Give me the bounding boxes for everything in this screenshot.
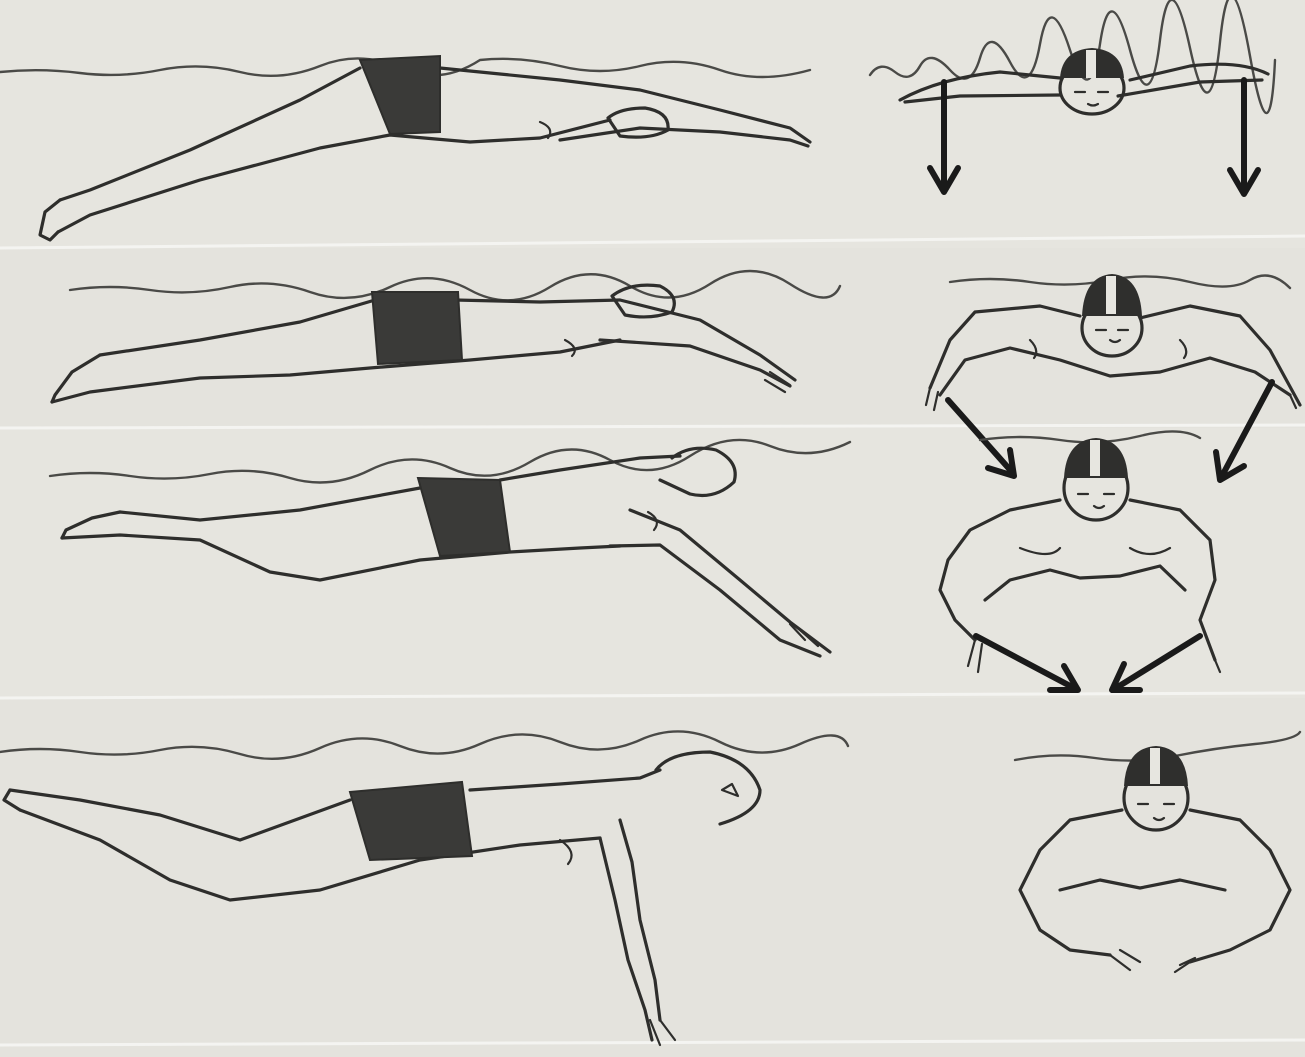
panel-backgrounds	[0, 0, 1305, 1057]
swimming-technique-illustration	[0, 0, 1305, 1057]
illustration-canvas	[0, 0, 1305, 1057]
